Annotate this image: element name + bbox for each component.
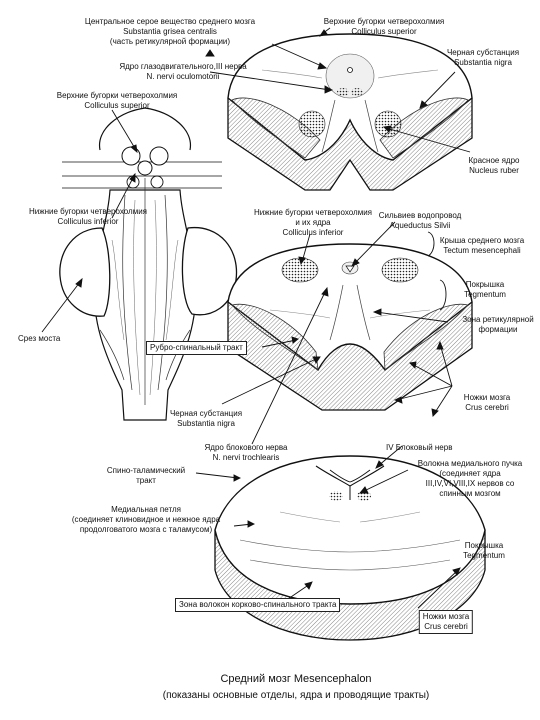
label-inferior-colliculus-left: Нижние бугорки четверохолмия Colliculus … xyxy=(29,207,147,227)
label-line: Substantia nigra xyxy=(177,419,235,428)
label-medial-lemniscus: Медиальная петля (соединяет клиновидное … xyxy=(72,505,220,535)
label-line: Substantia nigra xyxy=(454,58,512,67)
label-line: Красное ядро xyxy=(468,156,520,165)
label-line: Волокна медиального пучка xyxy=(417,459,523,468)
leader-lines xyxy=(41,27,471,609)
label-line: продолговатого мозга с таламусом) xyxy=(79,525,213,534)
label-line: Tectum mesencephali xyxy=(443,246,521,255)
label-rubrospinal-tract: Рубро-спинальный тракт xyxy=(146,341,247,355)
label-line: Crus cerebri xyxy=(424,622,468,631)
label-line: (часть ретикулярной формации) xyxy=(109,37,231,46)
section-trochlear-level xyxy=(214,455,486,641)
label-reticular-zone: Зона ретикулярной формации xyxy=(462,315,533,335)
label-line: Colliculus inferior xyxy=(57,217,119,226)
label-tectum: Крыша среднего мозга Tectum mesencephali xyxy=(440,236,524,256)
label-line: Сильвиев водопровод xyxy=(378,211,462,220)
label-line: Черная субстанция xyxy=(446,48,520,57)
label-superior-colliculus-left: Верхние бугорки четверохолмия Colliculus… xyxy=(57,91,178,111)
label-line: Ножки мозга xyxy=(463,393,511,402)
label-line: Рубро-спинальный тракт xyxy=(150,343,243,352)
label-line: Tegmentum xyxy=(463,551,505,560)
label-line: Crus cerebri xyxy=(465,403,509,412)
label-tegmentum-mid: Покрышка Tegmentum xyxy=(464,280,506,300)
label-line: Nucleus ruber xyxy=(469,166,519,175)
label-line: (соединяет ядра xyxy=(439,469,501,478)
label-line: Центральное серое вещество среднего мозг… xyxy=(84,17,256,26)
figure-subtitle: (показаны основные отделы, ядра и провод… xyxy=(162,690,430,701)
label-medial-fasciculus: Волокна медиального пучка (соединяет ядр… xyxy=(418,459,523,499)
brainstem-dorsal-view xyxy=(59,107,238,421)
section-inferior-colliculus xyxy=(227,243,473,411)
label-line: Aqueductus Silvii xyxy=(389,221,451,230)
label-line: Colliculus inferior xyxy=(282,228,344,237)
label-central-gray: Центральное серое вещество среднего мозг… xyxy=(85,17,255,47)
label-oculomotor-nucleus: Ядро глазодвигательного,III нерва N. ner… xyxy=(119,62,246,82)
label-line: Черная субстанция xyxy=(169,409,243,418)
label-spinothalamic-tract: Спино-таламический тракт xyxy=(107,466,185,486)
section-superior-colliculus xyxy=(227,33,473,191)
label-substantia-nigra-mid: Черная субстанция Substantia nigra xyxy=(170,409,242,429)
label-corticospinal-zone: Зона волокон корково-спинального тракта xyxy=(175,598,341,612)
label-line: Верхние бугорки четверохолмия xyxy=(323,17,445,26)
label-line: N. nervi trochlearis xyxy=(212,453,280,462)
label-trochlear-nerve: IV Блоковый нерв xyxy=(386,443,452,453)
label-line: тракт xyxy=(136,476,156,485)
label-line: Colliculus superior xyxy=(351,27,417,36)
label-line: N. nervi oculomotorii xyxy=(146,72,220,81)
label-substantia-nigra-top: Черная субстанция Substantia nigra xyxy=(447,48,519,68)
label-superior-colliculus-top: Верхние бугорки четверохолмия Colliculus… xyxy=(324,17,445,37)
label-line: Tegmentum xyxy=(464,290,506,299)
label-tegmentum-bottom: Покрышка Tegmentum xyxy=(463,541,505,561)
label-line: Ядро глазодвигательного,III нерва xyxy=(119,62,247,71)
label-cerebral-peduncles-mid: Ножки мозга Crus cerebri xyxy=(464,393,510,413)
label-line: Substantia grisea centralis xyxy=(123,27,217,36)
label-cerebral-peduncles-bottom: Ножки мозга Crus cerebri xyxy=(418,610,474,634)
label-line: Colliculus superior xyxy=(84,101,150,110)
label-line: Покрышка xyxy=(465,280,505,289)
label-line: IV Блоковый нерв xyxy=(386,443,453,452)
figure-title: Средний мозг Mesencephalon xyxy=(220,673,372,685)
label-line: Ножки мозга xyxy=(422,612,470,621)
label-line: Зона волокон корково-спинального тракта xyxy=(179,600,337,609)
label-line: спинным мозгом xyxy=(439,489,501,498)
label-line: формации xyxy=(478,325,518,334)
label-pons-section: Срез моста xyxy=(18,334,60,344)
label-line: и их ядра xyxy=(295,218,331,227)
label-line: Медиальная петля xyxy=(111,505,181,514)
label-trochlear-nucleus: Ядро блокового нерва N. nervi trochleari… xyxy=(205,443,288,463)
label-aqueduct: Сильвиев водопровод Aqueductus Silvii xyxy=(379,211,462,231)
label-line: III,IV,VI,VIII,IX нервов со xyxy=(425,479,515,488)
label-line: Срез моста xyxy=(18,334,61,343)
label-line: Спино-таламический xyxy=(106,466,186,475)
label-line: Нижние бугорки четверохолмия xyxy=(29,207,147,216)
label-line: (соединяет клиновидное и нежное ядра xyxy=(71,515,221,524)
label-inferior-colliculus-mid: Нижние бугорки четверохолмия и их ядра C… xyxy=(254,208,372,238)
label-line: Ядро блокового нерва xyxy=(204,443,288,452)
label-line: Верхние бугорки четверохолмия xyxy=(56,91,178,100)
label-line: Нижние бугорки четверохолмия xyxy=(254,208,372,217)
label-line: Покрышка xyxy=(464,541,504,550)
label-line: Крыша среднего мозга xyxy=(439,236,525,245)
label-red-nucleus: Красное ядро Nucleus ruber xyxy=(469,156,520,176)
label-line: Зона ретикулярной xyxy=(462,315,534,324)
